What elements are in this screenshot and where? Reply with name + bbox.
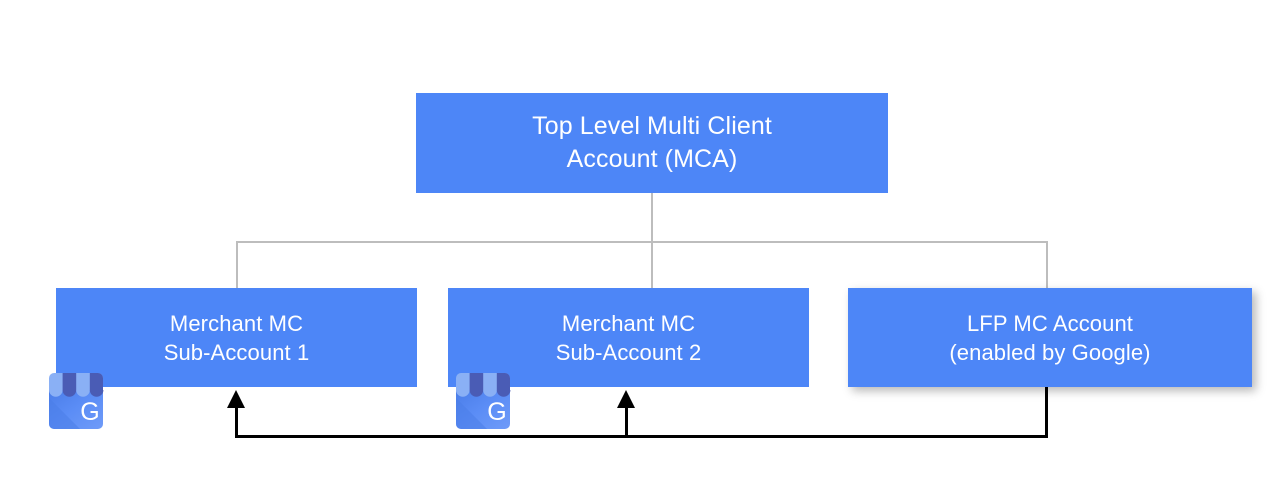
- feed-line-to-sub2: [625, 404, 628, 438]
- node-merchant-sub-account-1[interactable]: Merchant MC Sub-Account 1: [56, 288, 417, 387]
- connector-drop-sub1: [236, 241, 238, 289]
- node-lfp-mc-account[interactable]: LFP MC Account (enabled by Google): [848, 288, 1252, 387]
- feed-line-from-lfp: [1045, 387, 1048, 438]
- connector-mca-stem: [651, 193, 653, 243]
- arrowhead-up-icon-sub2: [617, 390, 635, 408]
- feed-line-horizontal: [235, 435, 1048, 438]
- google-business-profile-icon: G: [40, 364, 112, 436]
- svg-text:G: G: [487, 398, 506, 426]
- node-merchant-sub-account-2-label: Merchant MC Sub-Account 2: [555, 310, 702, 365]
- node-lfp-mc-account-label: LFP MC Account (enabled by Google): [949, 310, 1151, 365]
- feed-line-to-sub1: [235, 404, 238, 438]
- node-merchant-sub-account-1-label: Merchant MC Sub-Account 1: [163, 310, 310, 365]
- svg-text:G: G: [80, 398, 99, 426]
- node-top-level-mca-label: Top Level Multi Client Account (MCA): [532, 112, 772, 173]
- node-merchant-sub-account-2[interactable]: Merchant MC Sub-Account 2: [448, 288, 809, 387]
- node-top-level-mca[interactable]: Top Level Multi Client Account (MCA): [416, 93, 888, 193]
- connector-drop-sub2: [651, 241, 653, 289]
- google-business-profile-icon: G: [447, 364, 519, 436]
- connector-drop-lfp: [1046, 241, 1048, 289]
- arrowhead-up-icon-sub1: [227, 390, 245, 408]
- connector-horizontal-bus: [236, 241, 1048, 243]
